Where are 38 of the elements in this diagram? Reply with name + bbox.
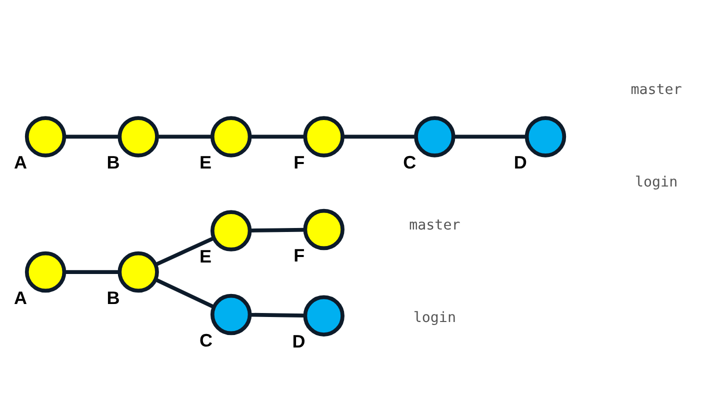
connector bbox=[250, 312, 305, 317]
connector bbox=[250, 227, 305, 232]
node-circle bbox=[24, 116, 66, 157]
label: login bbox=[413, 310, 456, 326]
node-label: D bbox=[292, 331, 306, 352]
connector bbox=[250, 134, 305, 138]
connector bbox=[154, 236, 215, 266]
node-circle bbox=[303, 294, 344, 336]
node-circle bbox=[118, 250, 159, 292]
node-circle bbox=[118, 116, 159, 157]
node-label: B bbox=[106, 152, 120, 172]
node-circle bbox=[24, 250, 66, 292]
connector bbox=[64, 270, 120, 274]
connector bbox=[64, 134, 120, 138]
node-label: C bbox=[403, 152, 416, 172]
node-label: B bbox=[106, 287, 120, 308]
node-circle bbox=[303, 208, 344, 250]
connector bbox=[454, 134, 527, 138]
connector bbox=[157, 134, 212, 138]
node-label: C bbox=[200, 330, 213, 350]
node-label: F bbox=[294, 152, 305, 172]
connector bbox=[343, 134, 416, 138]
node-circle bbox=[414, 116, 456, 157]
connector bbox=[154, 277, 215, 308]
node-label: D bbox=[514, 152, 527, 172]
node-label: E bbox=[200, 246, 212, 266]
node-circle bbox=[303, 116, 344, 157]
node-label: F bbox=[294, 244, 305, 265]
node-circle bbox=[210, 116, 252, 157]
node-circle bbox=[210, 293, 252, 335]
node-label: E bbox=[200, 152, 212, 172]
node-label: A bbox=[14, 287, 27, 308]
label: master bbox=[409, 216, 460, 233]
node-circle bbox=[210, 210, 252, 251]
node-circle bbox=[524, 116, 566, 157]
label: master bbox=[630, 81, 682, 98]
node-label: A bbox=[14, 152, 27, 172]
label: login bbox=[634, 174, 678, 190]
